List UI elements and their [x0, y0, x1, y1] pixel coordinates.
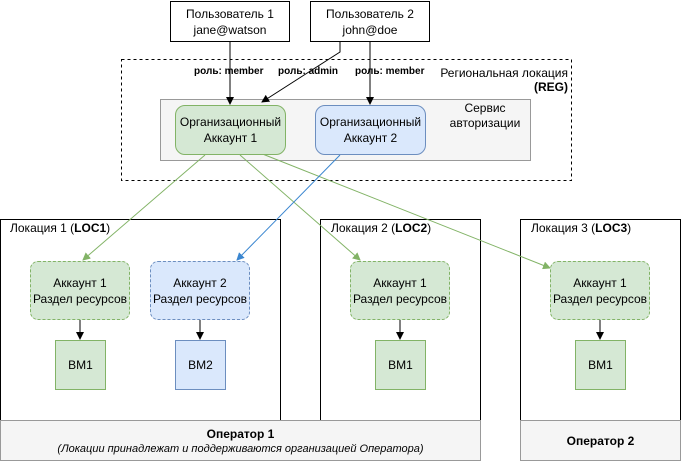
org-account-2: Организационный Аккаунт 2 — [315, 105, 426, 155]
partition-loc1-account2: Аккаунт 2 Раздел ресурсов — [150, 261, 250, 320]
vm-label: ВМ1 — [588, 358, 613, 372]
auth-service-label-1: Сервис — [464, 101, 506, 115]
partition-subtitle: Раздел ресурсов — [152, 291, 248, 306]
org1-to-loc2-line — [239, 154, 361, 261]
vm-label: ВМ1 — [68, 358, 93, 372]
org-account-2-line1: Организационный — [319, 115, 422, 129]
auth-service-label-2: авторизации — [449, 116, 521, 130]
user-1-email: jane@watson — [193, 22, 267, 37]
vm-loc1-account2: ВМ2 — [175, 340, 226, 390]
partition-title: Аккаунт 1 — [53, 275, 107, 290]
region-frame — [121, 59, 572, 181]
vm-loc3-account1: ВМ1 — [575, 340, 626, 390]
partition-loc3-account1: Аккаунт 1 Раздел ресурсов — [550, 261, 650, 320]
vm-label: ВМ1 — [388, 358, 413, 372]
org-account-2-line2: Аккаунт 2 — [343, 131, 398, 145]
role-label-member-1: роль: member — [194, 66, 264, 77]
operator-2-box: Оператор 2 — [520, 420, 681, 461]
operator-1-note: (Локации принадлежат и поддерживаются ор… — [57, 442, 424, 455]
partition-title: Аккаунт 1 — [373, 275, 427, 290]
region-code: (REG) — [534, 80, 568, 94]
partition-loc2-account1: Аккаунт 1 Раздел ресурсов — [350, 261, 450, 320]
operator-1-box: Оператор 1 (Локации принадлежат и поддер… — [0, 420, 481, 461]
partition-subtitle: Раздел ресурсов — [552, 291, 648, 306]
org2-to-loc1-line — [236, 154, 341, 261]
partition-subtitle: Раздел ресурсов — [32, 291, 128, 306]
vm-label: ВМ2 — [188, 358, 213, 372]
location-1-label: Локация 1 (LOC1) — [10, 221, 111, 235]
role-label-admin: роль: admin — [278, 66, 339, 77]
vm-loc1-account1: ВМ1 — [55, 340, 106, 390]
org-account-1-line1: Организационный — [179, 115, 282, 129]
org1-to-loc1-line — [82, 154, 206, 261]
location-3-label: Локация 3 (LOC3) — [531, 221, 632, 235]
org-account-1-line2: Аккаунт 1 — [203, 131, 258, 145]
org1-to-loc3-line — [259, 152, 551, 270]
vm-loc2-account1: ВМ1 — [375, 340, 426, 390]
location-2-label: Локация 2 (LOC2) — [331, 221, 432, 235]
partition-subtitle: Раздел ресурсов — [352, 291, 448, 306]
user-2-email: john@doe — [342, 22, 398, 37]
org-account-1: Организационный Аккаунт 1 — [175, 105, 286, 155]
operator-1-title: Оператор 1 — [206, 426, 275, 441]
partition-title: Аккаунт 1 — [573, 275, 627, 290]
role-label-member-2: роль: member — [355, 66, 425, 77]
user-2-name: Пользователь 2 — [326, 6, 414, 21]
user-1-box: Пользователь 1 jane@watson — [170, 1, 290, 42]
partition-title: Аккаунт 2 — [173, 275, 227, 290]
region-label: Региональная локация — [440, 66, 568, 80]
operator-2-title: Оператор 2 — [566, 433, 635, 448]
partition-loc1-account1: Аккаунт 1 Раздел ресурсов — [30, 261, 130, 320]
user-1-name: Пользователь 1 — [186, 6, 274, 21]
location-1-frame — [0, 219, 281, 421]
user2-to-org1-line — [261, 42, 341, 103]
user-2-box: Пользователь 2 john@doe — [310, 1, 430, 42]
